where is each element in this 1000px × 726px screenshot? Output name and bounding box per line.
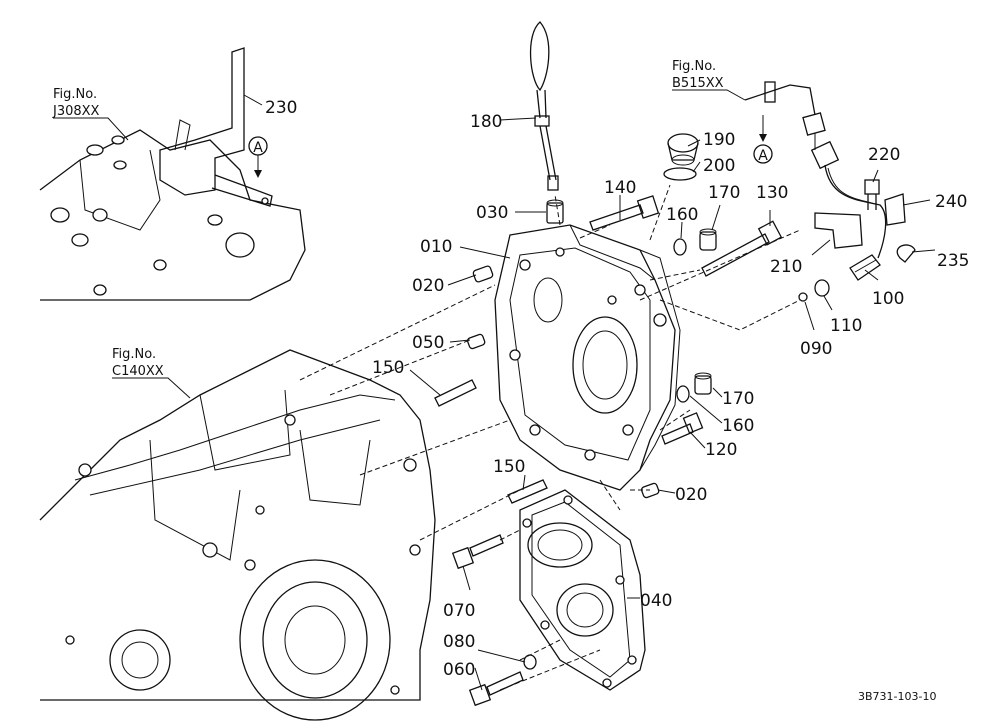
part-label-150-upper: 150: [372, 358, 404, 378]
callout-a-right: A: [753, 115, 773, 164]
part-label-160-upper: 160: [666, 205, 698, 225]
housing-010: [494, 224, 681, 491]
bolt-120: [661, 412, 704, 445]
part-label-140: 140: [604, 178, 636, 198]
part-label-220: 220: [868, 145, 900, 165]
plate-240: [884, 193, 906, 226]
washer-160-upper: [673, 238, 687, 256]
part-label-190: 190: [703, 130, 735, 150]
hydraulic-block-assembly: [39, 47, 306, 301]
bolt-140: [589, 195, 660, 231]
part-label-235: 235: [937, 251, 969, 271]
part-label-050: 050: [412, 333, 444, 353]
part-label-010: 010: [420, 237, 452, 257]
part-label-160-lower: 160: [722, 416, 754, 436]
transmission-case: [39, 349, 436, 721]
part-label-170-lower: 170: [722, 389, 754, 409]
cover-040: [519, 489, 646, 691]
fig-ref-left-code: J308XX: [52, 104, 100, 119]
bolt-070: [451, 534, 504, 570]
pin-050: [466, 333, 486, 350]
part-label-100: 100: [872, 289, 904, 309]
sensor-100: [849, 254, 881, 281]
washer-080: [523, 654, 537, 670]
leader-lines: [53, 89, 936, 691]
part-label-090: 090: [800, 339, 832, 359]
fig-ref-right-code: B515XX: [672, 76, 724, 91]
bushing-170-upper: [699, 228, 717, 251]
dipstick-180: [529, 21, 559, 191]
stud-150-lower: [507, 479, 548, 504]
part-label-030: 030: [476, 203, 508, 223]
part-label-150-lower: 150: [493, 457, 525, 477]
fig-ref-left-title: Fig.No.: [53, 87, 97, 102]
part-label-130: 130: [756, 183, 788, 203]
bushing-170-lower: [694, 372, 712, 395]
callout-a-left: A: [248, 136, 268, 178]
clip-235: [896, 244, 916, 263]
part-label-120: 120: [705, 440, 737, 460]
assembly-lines: [299, 184, 801, 691]
drawing-code: 3B731-103-10: [858, 690, 936, 703]
ball-090: [798, 292, 808, 302]
svg-text:A: A: [253, 140, 263, 156]
part-label-110: 110: [830, 316, 862, 336]
fig-ref-right-title: Fig.No.: [672, 59, 716, 74]
svg-text:A: A: [758, 148, 768, 164]
part-label-040: 040: [640, 591, 672, 611]
o-ring-200: [663, 167, 697, 181]
plug-030: [546, 199, 564, 224]
part-label-060: 060: [443, 660, 475, 680]
stud-150-upper: [434, 379, 477, 407]
pin-020-lower: [640, 482, 660, 499]
part-label-020-upper: 020: [412, 276, 444, 296]
part-label-210: 210: [770, 257, 802, 277]
part-label-240: 240: [935, 192, 967, 212]
part-label-170-upper: 170: [708, 183, 740, 203]
bolt-060: [468, 671, 524, 707]
seal-110: [814, 279, 830, 297]
part-label-070: 070: [443, 601, 475, 621]
part-label-230: 230: [265, 98, 297, 118]
pin-020-upper: [472, 265, 494, 283]
fig-ref-center-title: Fig.No.: [112, 347, 156, 362]
part-label-080: 080: [443, 632, 475, 652]
part-label-180: 180: [470, 112, 502, 132]
bolt-220: [864, 179, 880, 210]
cap-190: [667, 133, 699, 166]
part-label-200: 200: [703, 156, 735, 176]
washer-160-lower: [676, 385, 690, 403]
fig-ref-center-code: C140XX: [112, 364, 164, 379]
part-label-020-lower: 020: [675, 485, 707, 505]
bracket-210: [814, 212, 863, 249]
wire-harness: [744, 81, 887, 259]
